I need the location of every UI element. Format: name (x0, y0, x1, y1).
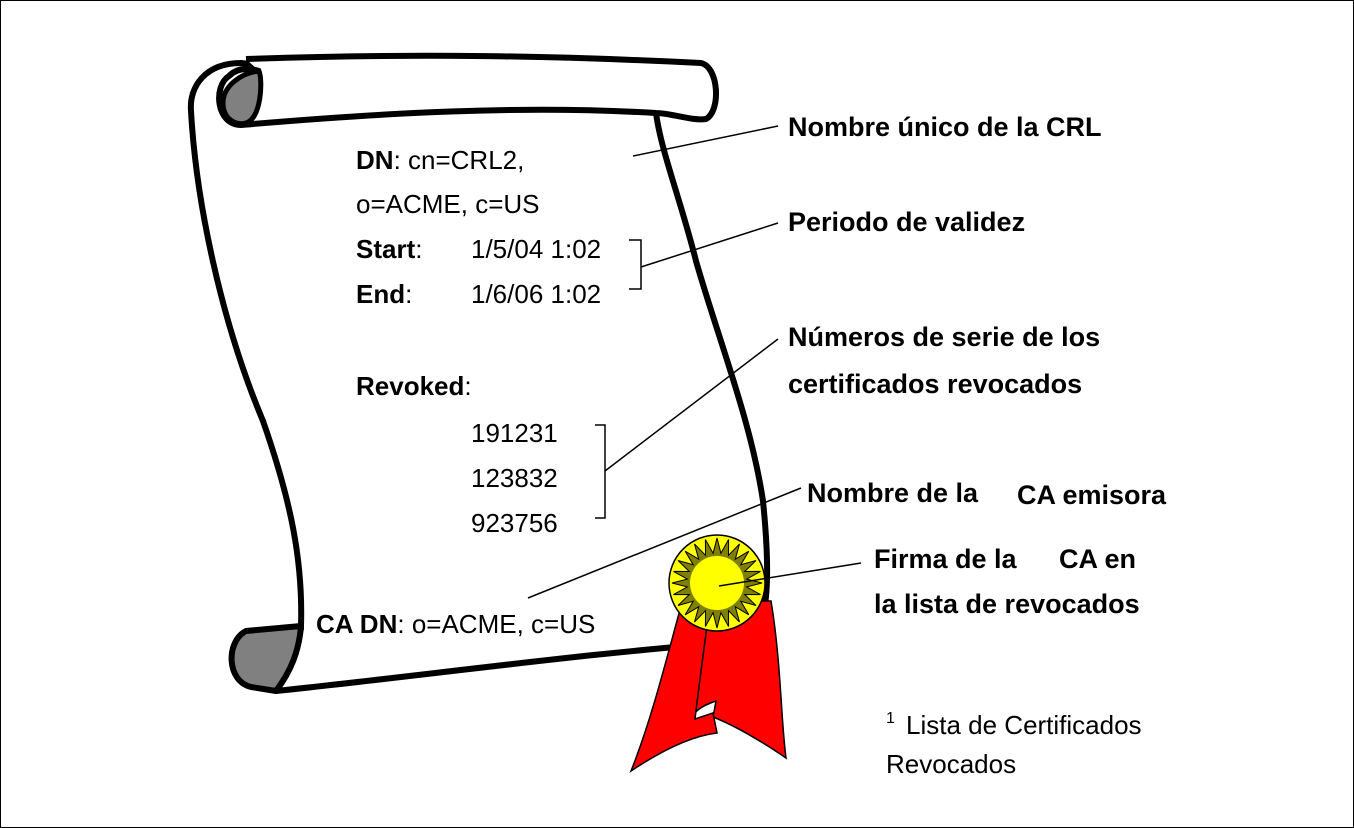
leader-line-validity (640, 222, 779, 268)
annotation-issuer-a: Nombre de la (807, 478, 979, 508)
footnote-line-2: Revocados (886, 749, 1016, 779)
top-roll (216, 52, 720, 128)
leader-line-serials (604, 338, 779, 472)
annotation-unique-name: Nombre único de la CRL (788, 112, 1102, 142)
top-roll-end (220, 68, 264, 127)
dn-line: DN: cn=CRL2, (356, 145, 524, 175)
scroll-body (187, 60, 771, 694)
end-line: End: (356, 279, 412, 309)
serials-bracket (595, 424, 606, 519)
leader-line-unique-name (632, 125, 779, 157)
annotation-signature-a: Firma de la (874, 544, 1018, 574)
revoked-line: Revoked: (356, 371, 472, 401)
revoked-serial: 123832 (471, 463, 558, 493)
start-line: Start: (356, 234, 422, 264)
ca-dn-line: CA DN: o=ACME, c=US (316, 609, 595, 639)
leader-line-signature (718, 562, 862, 587)
start-value: 1/5/04 1:02 (471, 234, 601, 264)
dn-line-2: o=ACME, c=US (356, 189, 540, 219)
validity-bracket (629, 239, 642, 290)
annotation-signature-2: la lista de revocados (874, 589, 1140, 619)
annotation-issuer-b: CA emisora (1017, 480, 1167, 510)
annotation-serials-2: certificados revocados (788, 369, 1082, 399)
end-value: 1/6/06 1:02 (471, 279, 601, 309)
annotation-validity: Periodo de validez (788, 207, 1025, 237)
annotation-signature-b: CA en (1059, 544, 1136, 574)
footnote-line-1: Lista de Certificados (906, 710, 1142, 740)
bottom-roll (228, 623, 304, 694)
leader-line-issuer (527, 487, 802, 599)
seal-icon (668, 534, 766, 632)
annotation-serials-1: Números de serie de los (788, 322, 1100, 352)
revoked-serial: 191231 (471, 418, 558, 448)
seal-ribbon (629, 600, 787, 773)
footnote-marker: 1 (886, 710, 895, 727)
revoked-serial: 923756 (471, 508, 558, 538)
